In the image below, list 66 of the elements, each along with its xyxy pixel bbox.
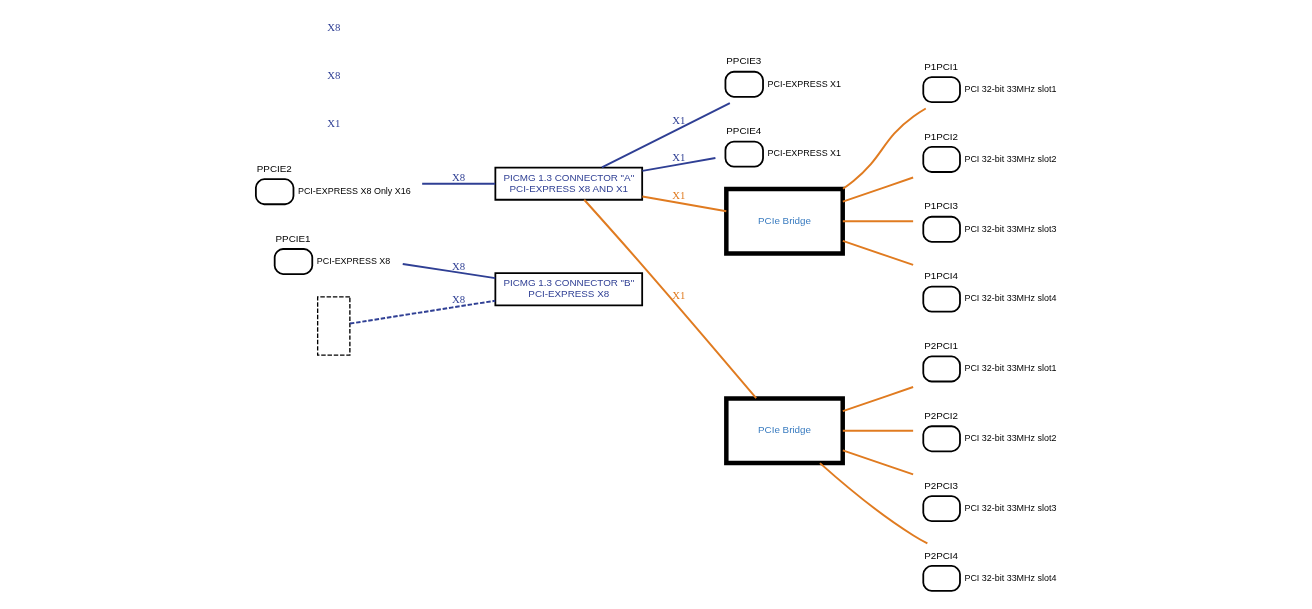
node-label: PCI 32-bit 33MHz slot2 — [963, 153, 1056, 164]
node-label: PCI-EXPRESS X1 — [767, 148, 841, 159]
node-label: P1PCI1 — [923, 60, 958, 72]
node-box — [316, 296, 351, 356]
node-box — [724, 140, 764, 168]
node-box — [254, 178, 294, 206]
node-label: PCI 32-bit 33MHz slot3 — [963, 223, 1056, 234]
node-label: P1PCI3 — [923, 200, 958, 212]
connector — [841, 449, 914, 476]
edge-label: X1 — [671, 189, 685, 202]
node-box — [921, 215, 961, 243]
connector — [640, 195, 727, 213]
connector — [582, 198, 757, 400]
label: X1 — [326, 117, 340, 130]
connector — [841, 239, 914, 266]
node-box — [724, 70, 764, 98]
edge-label: X8 — [451, 293, 465, 306]
connector — [640, 157, 716, 172]
label: X8 — [326, 20, 340, 33]
connector — [401, 262, 496, 280]
node-label: PCI 32-bit 33MHz slot1 — [963, 83, 1056, 94]
connector — [841, 220, 914, 223]
node-label: PCI 32-bit 33MHz slot4 — [963, 572, 1056, 583]
edge-label: X8 — [451, 170, 465, 183]
node-label: PPCIE1 — [275, 232, 311, 244]
edge-label: X8 — [451, 260, 465, 273]
connector — [841, 429, 914, 432]
node-label: PCI 32-bit 33MHz slot2 — [963, 433, 1056, 444]
node-label: PCI-EXPRESS X8 — [316, 255, 390, 266]
node-box: PCIe Bridge — [723, 186, 845, 256]
node-box — [921, 495, 961, 523]
node-box: PICMG 1.3 CONNECTOR "A" PCI-EXPRESS X8 AND X1 — [493, 166, 643, 201]
node-box — [273, 248, 313, 275]
connector — [348, 299, 496, 325]
node-label: P2PCI3 — [923, 479, 958, 491]
edge-label: X1 — [671, 114, 685, 127]
label: X8 — [326, 68, 340, 81]
node-label: P2PCI1 — [923, 340, 958, 352]
node-box — [921, 355, 961, 383]
node-box: PCIe Bridge — [723, 396, 845, 466]
connector — [841, 176, 914, 203]
node-label: P2PCI2 — [923, 409, 958, 421]
node-label: PPCIE4 — [725, 125, 761, 137]
node-box — [921, 146, 961, 173]
edge-label: X1 — [671, 150, 685, 163]
node-label: PCI-EXPRESS X8 Only X16 — [297, 185, 411, 196]
node-label: P2PCI4 — [923, 549, 958, 561]
node-label: P1PCI4 — [923, 270, 958, 282]
connector — [841, 386, 914, 413]
node-label: PPCIE2 — [256, 162, 292, 174]
node-label: PCI 32-bit 33MHz slot3 — [963, 502, 1056, 513]
node-label: P1PCI2 — [923, 130, 958, 142]
edge-label: X1 — [671, 288, 685, 301]
node-box: PICMG 1.3 CONNECTOR "B" PCI-EXPRESS X8 — [493, 272, 643, 307]
node-box — [921, 285, 961, 313]
node-label: PCI 32-bit 33MHz slot1 — [963, 363, 1056, 374]
connector — [420, 182, 496, 185]
connector — [600, 102, 731, 169]
connector — [818, 462, 928, 545]
node-label: PCI-EXPRESS X1 — [767, 78, 841, 89]
node-label: PPCIE3 — [725, 55, 761, 67]
node-box — [921, 76, 961, 104]
connector — [841, 107, 927, 190]
node-box — [921, 565, 961, 592]
node-box — [921, 425, 961, 453]
node-label: PCI 32-bit 33MHz slot4 — [963, 293, 1056, 304]
